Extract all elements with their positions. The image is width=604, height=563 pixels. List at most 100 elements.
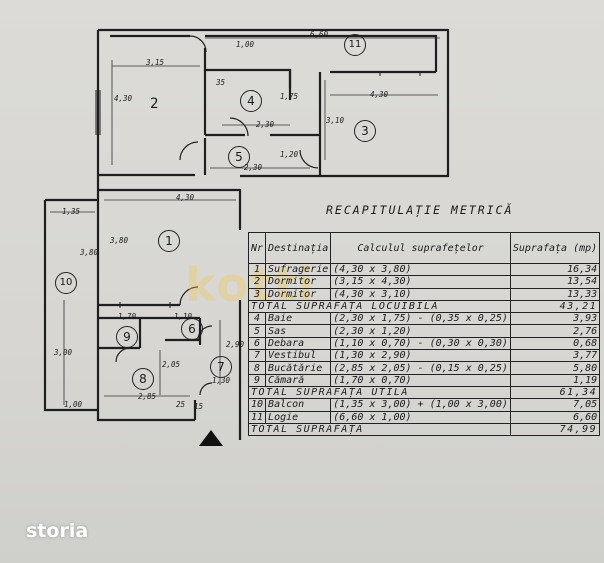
dim-label: 3,80 (80, 248, 99, 257)
row-number: 4 (247, 312, 267, 326)
room-7-marker: 7 (210, 356, 232, 378)
page-title: RECAPITULAȚIE METRICĂ (326, 203, 514, 217)
row-area: 6,60 (509, 410, 601, 424)
dim-label: 1,30 (212, 376, 231, 385)
total-value: 74,99 (509, 422, 601, 437)
row-area: 0,68 (509, 336, 601, 351)
row-area: 16,34 (509, 262, 601, 277)
dim-label: 4,30 (114, 94, 133, 103)
dim-label: 3,80 (110, 236, 129, 245)
total-label: TOTAL SUPRAFAȚA UTILĂ (248, 385, 511, 400)
dim-label: 1,75 (280, 92, 299, 101)
dim-label: 3,00 (54, 348, 73, 357)
dim-label: 3,15 (146, 58, 165, 67)
row-destination: Dormitor (265, 287, 332, 301)
dim-label: 6,60 (310, 30, 329, 39)
row-area: 13,33 (509, 287, 601, 301)
col-header-destination: Destinația (265, 232, 332, 264)
row-calculation: (1,30 x 2,90) (330, 349, 511, 363)
row-area: 2,76 (509, 324, 601, 338)
dim-label: 2,90 (226, 340, 245, 349)
dim-label: 1,00 (236, 40, 255, 49)
room-11-marker: 11 (344, 34, 366, 56)
room-1-marker: 1 (158, 230, 180, 252)
room-4-marker: 4 (240, 90, 262, 112)
row-area: 13,54 (509, 275, 601, 289)
row-destination: Dormitor (265, 275, 332, 289)
row-destination: Sas (265, 324, 332, 338)
room-8-marker: 8 (132, 368, 154, 390)
room-9-marker: 9 (116, 326, 138, 348)
row-calculation: (4,30 x 3,10) (330, 287, 511, 301)
row-area: 7,05 (509, 398, 601, 412)
row-calculation: (2,30 x 1,20) (330, 324, 511, 338)
room-2-label: 2 (150, 96, 159, 112)
col-header-calculation: Calculul suprafețelor (330, 232, 511, 264)
dim-label: 1,20 (280, 150, 299, 159)
room-6-marker: 6 (181, 318, 203, 340)
room-10-marker: 10 (55, 272, 77, 294)
row-destination: Baie (265, 312, 332, 326)
row-calculation: (1,70 x 0,70) (330, 373, 511, 387)
row-calculation: (4,30 x 3,80) (330, 262, 511, 277)
table-header-row: Nr Destinația Calculul suprafețelor Supr… (247, 232, 601, 264)
row-destination: Logie (265, 410, 332, 424)
row-calculation: (2,85 x 2,05) - (0,15 x 0,25) (330, 361, 511, 375)
row-area: 1,19 (509, 373, 601, 387)
row-number: 1 (247, 262, 267, 277)
row-destination: Sufragerie (265, 262, 332, 277)
col-header-area: Suprafața (mp) (509, 232, 601, 264)
row-number: 5 (247, 324, 267, 338)
row-number: 7 (247, 349, 267, 363)
dim-label: 1,35 (62, 207, 81, 216)
row-number: 6 (247, 336, 267, 351)
row-number: 2 (247, 275, 267, 289)
row-number: 9 (247, 373, 267, 387)
row-number: 10 (247, 398, 267, 412)
storia-logo: storia (26, 520, 89, 542)
total-value: 43,21 (509, 299, 601, 314)
row-area: 5,80 (509, 361, 601, 375)
row-destination: Balcon (265, 398, 332, 412)
col-header-nr: Nr (247, 232, 267, 264)
north-arrow-icon (199, 430, 223, 446)
row-calculation: (3,15 x 4,30) (330, 275, 511, 289)
dim-label: 2,85 (138, 392, 157, 401)
row-number: 11 (247, 410, 267, 424)
total-value: 61,34 (509, 385, 601, 400)
row-destination: Vestibul (265, 349, 332, 363)
row-calculation: (6,60 x 1,00) (330, 410, 511, 424)
area-recap-table: Nr Destinația Calculul suprafețelor Supr… (247, 232, 601, 437)
dim-label: 4,30 (176, 193, 195, 202)
dim-label: 2,05 (162, 360, 181, 369)
dim-label: 1,00 (64, 400, 83, 409)
row-calculation: (1,35 x 3,00) + (1,00 x 3,00) (330, 398, 511, 412)
row-area: 3,77 (509, 349, 601, 363)
row-calculation: (1,10 x 0,70) - (0,30 x 0,30) (330, 336, 511, 351)
row-area: 3,93 (509, 312, 601, 326)
row-destination: Bucătărie (265, 361, 332, 375)
room-5-marker: 5 (228, 146, 250, 168)
row-destination: Debara (265, 336, 332, 351)
dim-label: 1,70 (118, 312, 137, 321)
dim-label: 15 (194, 402, 204, 411)
dim-label: 3,10 (326, 116, 345, 125)
total-label: TOTAL SUPRAFAȚA LOCUIBILĂ (248, 299, 511, 314)
dim-label: 2,30 (256, 120, 275, 129)
dim-label: 35 (216, 78, 226, 87)
total-label: TOTAL SUPRAFAȚA (248, 422, 511, 437)
row-calculation: (2,30 x 1,75) - (0,35 x 0,25) (330, 312, 511, 326)
